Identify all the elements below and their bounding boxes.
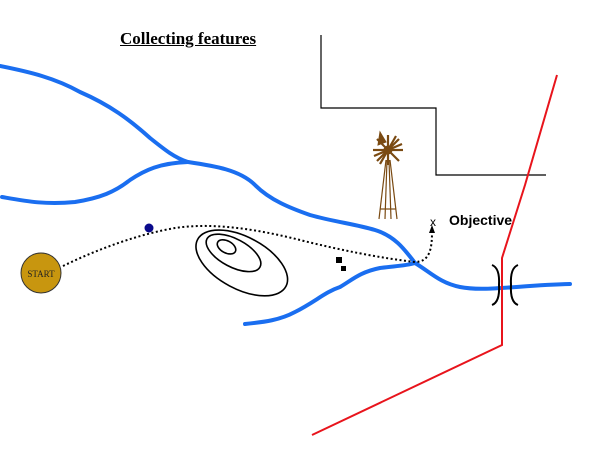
boundary-line (320, 35, 546, 176)
contour-hill-icon (195, 229, 289, 297)
objective-marker[interactable]: x (430, 215, 436, 229)
bridge-icon (491, 264, 519, 306)
start-label: START (27, 269, 55, 279)
start-marker[interactable]: START (20, 252, 62, 294)
windmill-icon (373, 130, 403, 220)
river-tributary-south (243, 261, 417, 326)
feature-square[interactable] (341, 266, 346, 271)
road (311, 74, 558, 436)
map-title: Collecting features (120, 29, 257, 48)
route-path (62, 224, 433, 267)
river-tributary-north (0, 160, 190, 206)
objective-label: Objective (449, 212, 513, 228)
feature-square[interactable] (336, 257, 342, 263)
route-arrowhead (429, 225, 435, 233)
river-main (0, 64, 572, 291)
feature-point[interactable] (144, 223, 154, 233)
